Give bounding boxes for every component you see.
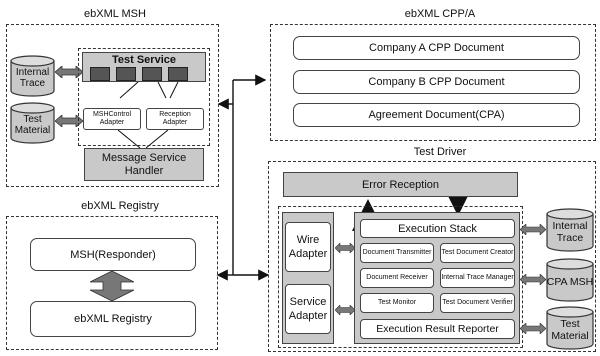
vertical-double-arrow-icon — [90, 271, 134, 301]
ts-to-adapter-2 — [157, 81, 167, 99]
document-transmitter-box: Document Transmitter — [360, 243, 434, 263]
mshcontrol-adapter-box: MSHControl Adapter — [83, 108, 141, 130]
double-arrow-icon — [520, 224, 546, 235]
module-block — [142, 67, 162, 81]
error-reception-box: Error Reception — [283, 172, 518, 197]
double-arrow-icon — [55, 66, 83, 78]
test-service-region — [78, 48, 210, 146]
driver-internal-trace-label: Internal Trace — [552, 220, 588, 244]
driver-title: Test Driver — [413, 146, 467, 158]
msh-responder-box: MSH(Responder) — [30, 238, 196, 271]
module-block — [90, 67, 110, 81]
ebxml-registry-box: ebXML Registry — [30, 301, 196, 337]
cpp-doc-company-b: Company B CPP Document — [293, 70, 580, 94]
ts-to-adapter-3 — [169, 81, 179, 99]
msh-container — [6, 24, 219, 187]
double-arrow-icon — [520, 323, 546, 334]
double-arrow-icon — [335, 305, 355, 315]
cpp-title: ebXML CPP/A — [404, 8, 476, 20]
service-adapter-box: Service Adapter — [285, 284, 331, 334]
module-block — [116, 67, 136, 81]
msh-internal-trace-label: Internal Trace — [15, 67, 50, 89]
cpp-container — [270, 24, 596, 141]
driver-test-material-cylinder: Test Material — [546, 306, 594, 350]
cpa-msh-label: CPA MSH — [546, 276, 594, 288]
internal-trace-manager-box: Internal Trace Manager — [440, 268, 515, 288]
double-arrow-icon — [55, 115, 83, 127]
driver-container — [268, 161, 596, 352]
test-document-creator-box: Test Document Creator — [440, 243, 515, 263]
ts-to-adapter-1 — [119, 81, 139, 99]
test-service-modules — [90, 67, 200, 81]
registry-title: ebXML Registry — [81, 200, 159, 212]
cpa-msh-cylinder: CPA MSH — [546, 258, 594, 302]
module-block — [168, 67, 188, 81]
msh-test-material-label: Test Material — [14, 114, 51, 136]
cylinder-icon — [10, 55, 55, 97]
reception-adapter-box: Reception Adapter — [146, 108, 204, 130]
driver-internal-trace-cylinder: Internal Trace — [546, 208, 594, 252]
cylinder-icon — [546, 258, 594, 302]
execution-result-reporter-box: Execution Result Reporter — [360, 319, 515, 339]
message-service-handler-box: Message Service Handler — [84, 148, 204, 181]
driver-test-material-label: Test Material — [551, 318, 589, 342]
cylinder-icon — [546, 208, 594, 252]
registry-container — [6, 216, 218, 350]
cylinder-icon — [10, 102, 55, 144]
test-document-verifier-box: Test Document Verifier — [440, 293, 515, 313]
execution-stack-box: Execution Stack — [360, 219, 515, 238]
cpp-doc-company-a: Company A CPP Document — [293, 36, 580, 60]
msh-test-material-cylinder: Test Material — [10, 102, 55, 144]
test-monitor-box: Test Monitor — [360, 293, 434, 313]
cylinder-icon — [546, 306, 594, 350]
document-receiver-box: Document Receiver — [360, 268, 434, 288]
test-service-label: Test Service — [111, 54, 176, 66]
msh-title: ebXML MSH — [84, 8, 146, 20]
wire-adapter-box: Wire Adapter — [285, 222, 331, 272]
cpp-doc-agreement: Agreement Document(CPA) — [293, 103, 580, 127]
double-arrow-icon — [335, 243, 355, 253]
msh-internal-trace-cylinder: Internal Trace — [10, 55, 55, 97]
double-arrow-icon — [520, 274, 546, 285]
